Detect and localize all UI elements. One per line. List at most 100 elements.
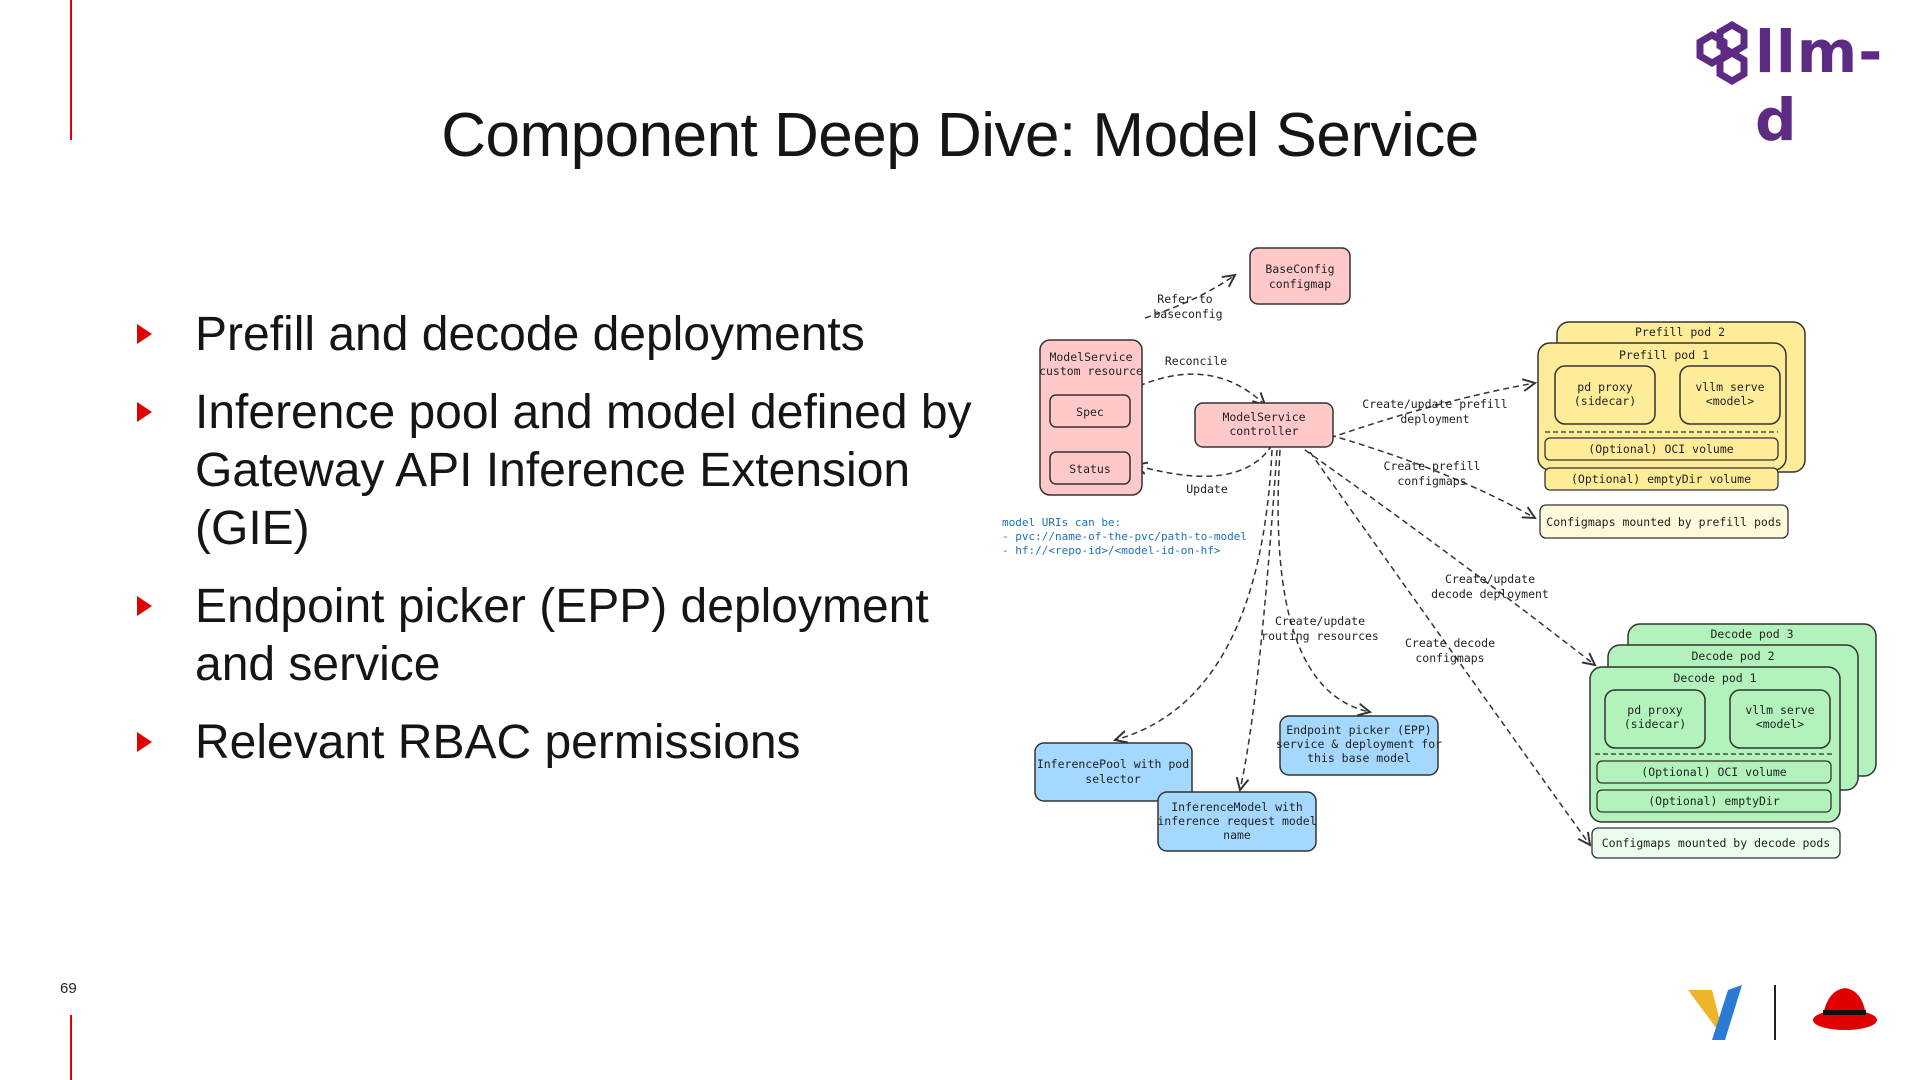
inferencepool-line1: InferencePool with pod: [1037, 757, 1189, 771]
decode-emptydir-box: [1596, 789, 1832, 813]
prefill-emptydir-box: [1544, 467, 1779, 491]
decode-pod-3-label: Decode pod 3: [1710, 627, 1793, 641]
decode-pdproxy-line2: (sidecar): [1624, 717, 1686, 731]
edge-label-create-prefill-line1: Create/update prefill: [1362, 397, 1507, 411]
spec-label: Spec: [1076, 405, 1104, 419]
arrow-create-decode: [1304, 449, 1595, 665]
edge-label-create-decode-line2: decode deployment: [1431, 587, 1549, 601]
status-label: Status: [1069, 462, 1111, 476]
inferencemodel-line2: inference request model: [1157, 814, 1316, 828]
arrow-inference-pool: [1115, 449, 1273, 740]
decode-vllm-box: [1729, 689, 1831, 749]
controller-line2: controller: [1229, 424, 1298, 438]
model-uris-note: model URIs can be: - pvc://name-of-the-p…: [1002, 516, 1247, 557]
prefill-vllm-line1: vllm serve: [1695, 380, 1764, 394]
arrow-epp: [1277, 449, 1370, 712]
arrow-create-prefill: [1329, 383, 1535, 439]
bullet-list: Prefill and decode deployments Inference…: [135, 306, 1005, 792]
prefill-vllm-line2: <model>: [1706, 394, 1755, 408]
llm-d-logo-icon: [1696, 20, 1748, 86]
arrow-prefill-configmaps: [1329, 434, 1535, 518]
prefill-oci-box: [1544, 437, 1779, 461]
arrow-decode-configmaps: [1309, 451, 1590, 845]
decode-pdproxy-line1: pd proxy: [1627, 703, 1682, 717]
decode-pod-1-label: Decode pod 1: [1673, 671, 1756, 685]
edge-label-create-prefill-line2: deployment: [1400, 412, 1469, 426]
baseconfig-line2: configmap: [1269, 277, 1331, 291]
slide-title: Component Deep Dive: Model Service: [441, 101, 1479, 170]
model-uris-line2: - pvc://name-of-the-pvc/path-to-model: [1002, 530, 1247, 543]
baseconfig-line1: BaseConfig: [1265, 262, 1334, 276]
bullet-text: Gateway API Inference Extension: [195, 444, 911, 497]
decode-configmaps-box: [1591, 827, 1841, 859]
red-hat-logo-icon: [1813, 988, 1877, 1030]
decode-vllm-line2: <model>: [1756, 717, 1805, 731]
edge-label-prefill-cm-line2: configmaps: [1397, 474, 1466, 488]
bullet-text: Endpoint picker (EPP) deployment: [195, 580, 929, 633]
edge-label-create-decode-line1: Create/update: [1445, 572, 1535, 586]
bullet-text: Prefill and decode deployments: [195, 308, 865, 361]
inferencemodel-line1: InferenceModel with: [1171, 800, 1303, 814]
bullet-text: and service: [195, 638, 441, 691]
controller-box: [1194, 402, 1334, 448]
footer-v-logo-icon: [1688, 985, 1742, 1040]
epp-box: [1279, 715, 1439, 776]
decode-oci-box: [1596, 760, 1832, 784]
status-box: [1049, 451, 1131, 485]
epp-line3: this base model: [1307, 751, 1411, 765]
bullet-triangle-icon: [137, 596, 152, 616]
edge-label-refer-line1: Refer to: [1157, 292, 1212, 306]
bullet-text: (GIE): [195, 502, 310, 555]
model-uris-line1: model URIs can be:: [1002, 516, 1121, 529]
page-number: 69: [60, 980, 77, 997]
prefill-pdproxy-line2: (sidecar): [1574, 394, 1636, 408]
decode-vllm-line1: vllm serve: [1745, 703, 1814, 717]
prefill-emptydir-label: (Optional) emptyDir volume: [1571, 472, 1751, 486]
epp-line1: Endpoint picker (EPP): [1286, 723, 1431, 737]
inferencemodel-line3: name: [1223, 828, 1251, 842]
decode-oci-label: (Optional) OCI volume: [1641, 765, 1786, 779]
inferencemodel-box: [1157, 791, 1317, 852]
modelservice-cr-line2: custom resource: [1039, 364, 1143, 378]
prefill-vllm-box: [1679, 365, 1781, 425]
left-accent-line-bottom: [70, 1015, 72, 1080]
bullet-triangle-icon: [137, 732, 152, 752]
controller-line1: ModelService: [1222, 410, 1305, 424]
decode-configmaps-label: Configmaps mounted by decode pods: [1602, 836, 1830, 850]
arrow-refer-baseconfig: [1144, 275, 1235, 319]
edge-label-update: Update: [1186, 482, 1228, 496]
edge-label-reconcile: Reconcile: [1165, 354, 1227, 368]
edge-labels: Refer to baseconfig Reconcile Update Cre…: [1153, 292, 1548, 665]
decode-pdproxy-box: [1604, 689, 1706, 749]
edge-label-prefill-cm-line1: Create prefill: [1384, 459, 1481, 473]
model-uris-line3: - hf://<repo-id>/<model-id-on-hf>: [1002, 544, 1221, 557]
prefill-pdproxy-line1: pd proxy: [1577, 380, 1632, 394]
prefill-pod-2-label: Prefill pod 2: [1635, 325, 1725, 339]
inferencepool-box: [1034, 742, 1193, 802]
decode-emptydir-label: (Optional) emptyDir: [1648, 794, 1780, 808]
prefill-configmaps-label: Configmaps mounted by prefill pods: [1546, 515, 1781, 529]
bullet-item: Relevant RBAC permissions: [135, 714, 1005, 772]
inferencepool-line2: selector: [1085, 772, 1140, 786]
edge-label-refer-line2: baseconfig: [1153, 307, 1222, 321]
prefill-pdproxy-box: [1554, 365, 1656, 425]
edge-label-routing-line1: Create/update: [1275, 614, 1365, 628]
bullet-text: Relevant RBAC permissions: [195, 716, 801, 769]
llm-d-logo-text: llm-d: [1755, 18, 1884, 154]
edge-label-decode-cm-line2: configmaps: [1415, 651, 1484, 665]
modelservice-cr-line1: ModelService: [1049, 350, 1132, 364]
arrow-reconcile: [1129, 373, 1265, 405]
diagram-arrows: [1115, 275, 1595, 845]
bullet-item: Prefill and decode deployments: [135, 306, 1005, 364]
spec-box: [1049, 394, 1131, 428]
arrow-update: [1135, 444, 1273, 477]
bullet-triangle-icon: [137, 402, 152, 422]
prefill-configmaps-box: [1539, 504, 1789, 539]
llm-d-logo: [1680, 20, 1900, 90]
edge-label-routing-line2: routing resources: [1261, 629, 1379, 643]
prefill-oci-label: (Optional) OCI volume: [1588, 442, 1733, 456]
arrow-inference-model: [1240, 449, 1278, 790]
